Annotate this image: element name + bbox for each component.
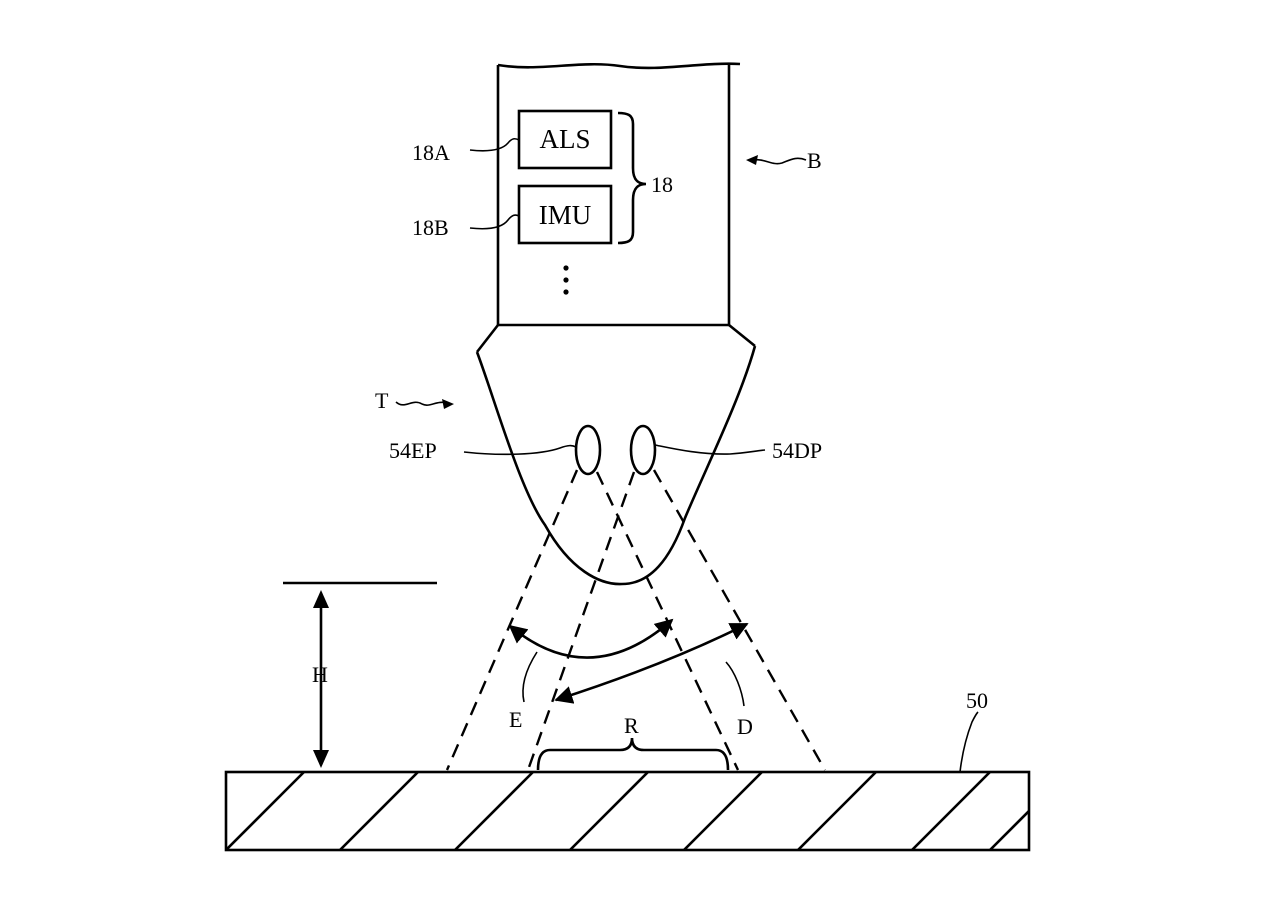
emitter-cone <box>445 469 740 771</box>
emitter-54ep <box>574 424 602 476</box>
leader-b-arrow <box>746 155 758 165</box>
leader-18a <box>469 137 520 152</box>
ref-h: H <box>312 662 328 687</box>
leader-54dp <box>654 444 766 455</box>
als-label: ALS <box>539 124 590 154</box>
leader-18b <box>469 214 520 230</box>
leader-t <box>395 401 449 406</box>
ref-18a: 18A <box>412 140 450 165</box>
als-sensor-box: ALS <box>517 109 613 170</box>
detection-angle-arc-d <box>554 622 749 704</box>
leader-b <box>751 157 807 165</box>
ref-54dp: 54DP <box>772 438 822 463</box>
leader-50 <box>959 711 979 773</box>
leader-54ep <box>463 444 577 456</box>
ellipsis-dots <box>563 265 569 295</box>
leader-t-arrow <box>442 399 454 409</box>
device-body <box>496 62 741 327</box>
ref-d: D <box>737 714 753 739</box>
device-tip <box>475 323 757 586</box>
ref-b: B <box>807 148 822 173</box>
overlap-region-brace <box>536 737 730 771</box>
leader-e <box>522 651 538 703</box>
height-indicator <box>283 581 437 768</box>
leader-d <box>725 661 745 707</box>
imu-sensor-box: IMU <box>517 184 613 245</box>
target-surface-50 <box>224 770 1031 852</box>
ref-54ep: 54EP <box>389 438 437 463</box>
detector-54dp <box>629 424 657 476</box>
ref-t: T <box>375 388 389 413</box>
detector-cone <box>526 469 827 771</box>
ref-r: R <box>624 713 639 738</box>
ref-e: E <box>509 707 522 732</box>
ref-18b: 18B <box>412 215 449 240</box>
ref-18: 18 <box>651 172 673 197</box>
ref-50: 50 <box>966 688 988 713</box>
sensor-group-brace <box>617 111 647 245</box>
imu-label: IMU <box>539 200 592 230</box>
emission-angle-arc-e <box>508 618 674 659</box>
